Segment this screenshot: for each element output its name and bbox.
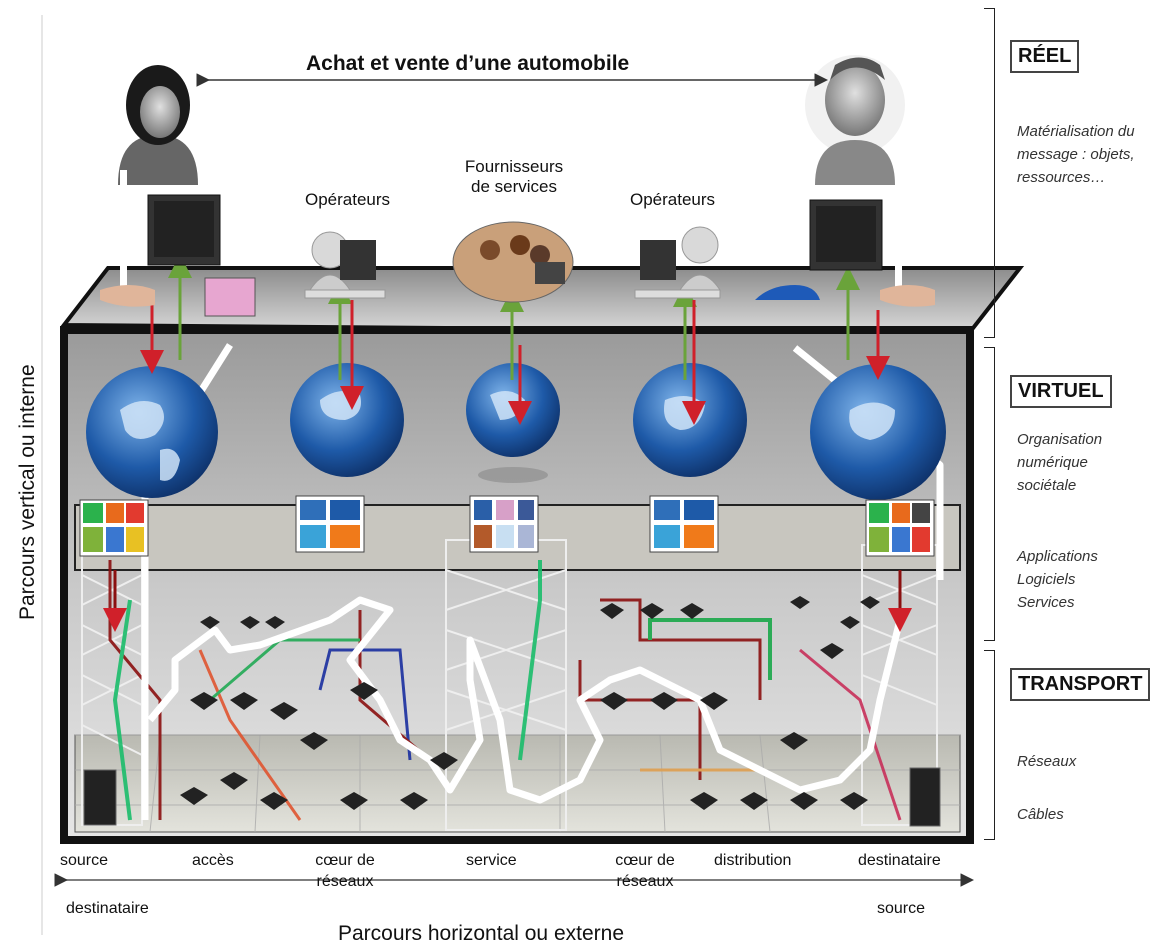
label-operateurs-right: Opérateurs — [630, 190, 716, 209]
vertical-arrows — [103, 254, 912, 632]
bottom-coeur-1: cœur de réseaux — [315, 852, 375, 890]
bottom-distribution: distribution — [714, 852, 792, 869]
bracket-reel — [984, 8, 995, 338]
operator-right — [634, 226, 721, 299]
routers — [180, 596, 880, 810]
layer-desc-transport: Réseaux — [1017, 753, 1077, 770]
layer-desc-reel: Matérialisation du message : objets, res… — [1017, 123, 1135, 186]
bottom-destinataire-left: destinataire — [66, 900, 149, 917]
layer-desc2-transport: Câbles — [1017, 806, 1064, 823]
person-left — [100, 55, 256, 317]
globes — [86, 363, 946, 500]
service-providers-photo — [452, 221, 574, 303]
bottom-destinataire-right: destinataire — [858, 852, 941, 869]
bracket-transport — [984, 650, 995, 840]
operator-left — [304, 231, 386, 299]
bottom-source-right: source — [877, 900, 926, 917]
server-right — [909, 767, 941, 827]
top-title: Achat et vente d’une automobile — [300, 52, 636, 77]
person-right — [755, 55, 935, 307]
label-fournisseurs: Fournisseurs de services — [464, 157, 564, 196]
bottom-source: source — [60, 852, 109, 869]
bottom-service: service — [466, 852, 517, 869]
app-icon-tiles — [79, 495, 935, 557]
layer-desc2-virtuel: Applications Logiciels Services — [1017, 548, 1098, 611]
axis-vertical-label: Parcours vertical ou interne — [16, 364, 39, 620]
layer-title-transport: TRANSPORT — [1010, 668, 1151, 701]
bottom-coeur-2: cœur de réseaux — [615, 852, 675, 890]
layer-title-reel: RÉEL — [1010, 40, 1080, 73]
layer-title-virtuel: VIRTUEL — [1010, 375, 1112, 408]
bottom-acces: accès — [192, 852, 234, 869]
label-operateurs-left: Opérateurs — [305, 190, 391, 209]
layer-desc-virtuel: Organisation numérique sociétale — [1017, 431, 1103, 494]
network-cables — [108, 560, 902, 821]
axis-horizontal-label: Parcours horizontal ou externe — [338, 922, 624, 945]
server-left — [83, 769, 117, 826]
bracket-virtuel — [984, 347, 995, 641]
